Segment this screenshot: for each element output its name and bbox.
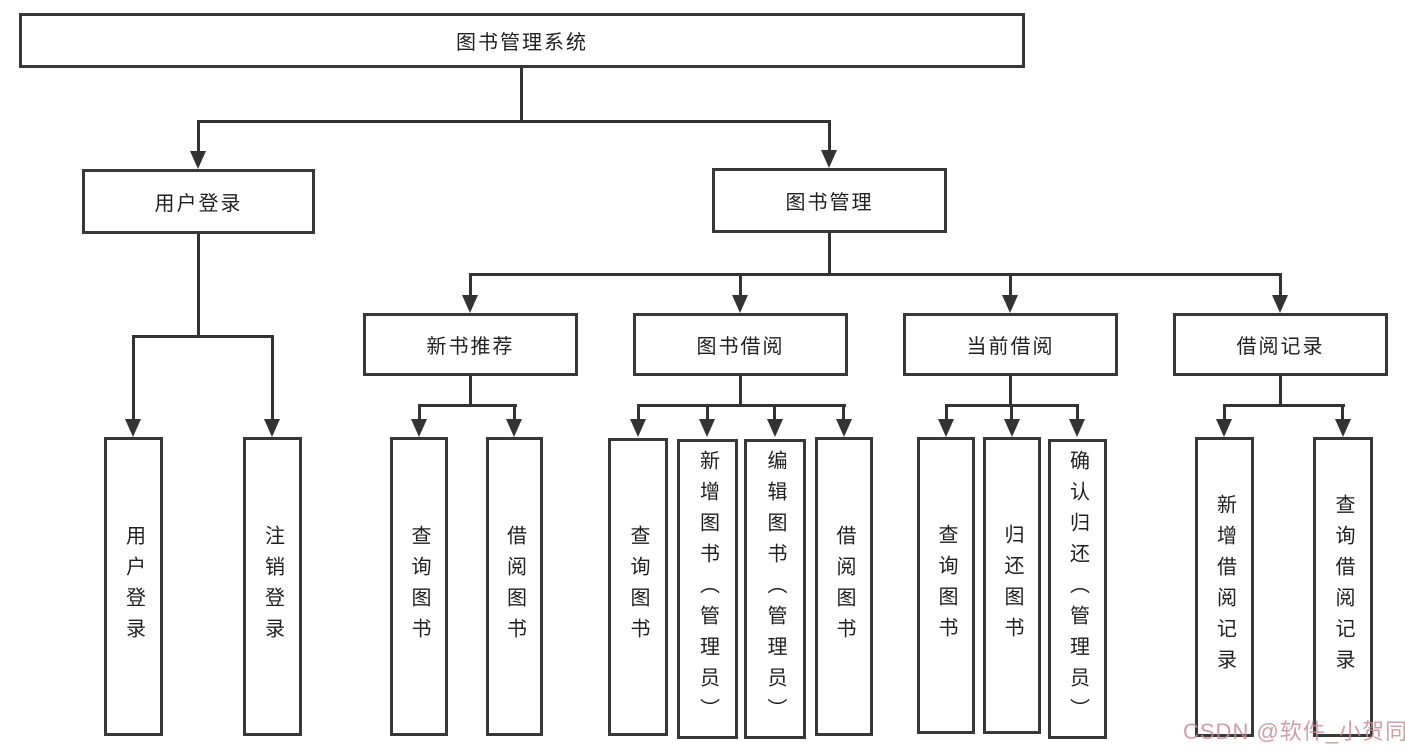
leaf-logout: 注销登录	[243, 437, 302, 736]
leaf-query-borrow-record: 查询借阅记录	[1313, 437, 1373, 737]
leaf-query-books-current: 查询图书	[917, 437, 975, 734]
node-user-login-label: 用户登录	[154, 193, 243, 215]
connector-leaf	[418, 404, 421, 421]
arrow-down-icon	[836, 419, 852, 437]
connector-to-new-book	[469, 273, 472, 297]
arrow-down-icon	[506, 419, 522, 437]
arrow-down-icon	[1272, 295, 1288, 313]
connector-book-borrowing-stem	[739, 376, 742, 407]
arrow-down-icon	[767, 419, 783, 437]
node-current-borrowing-label: 当前借阅	[966, 336, 1055, 358]
node-root: 图书管理系统	[19, 13, 1025, 68]
leaf-borrow-books-recommend: 借阅图书	[486, 437, 543, 736]
connector-leaf	[773, 404, 776, 421]
leaf-query-books-borrowing: 查询图书	[608, 438, 668, 736]
connector-leaf	[945, 404, 948, 421]
leaf-label: 查询图书	[627, 525, 649, 649]
leaf-label: 查询图书	[935, 523, 957, 648]
leaf-user-login: 用户登录	[104, 437, 163, 736]
arrow-down-icon	[462, 295, 478, 313]
arrow-down-icon	[125, 419, 141, 437]
connector-leaf	[842, 404, 845, 421]
leaf-label: 查询图书	[408, 524, 430, 649]
connector-leaf	[1010, 404, 1013, 421]
connector-leaf	[706, 404, 709, 421]
leaf-user-login-label: 用户登录	[122, 524, 145, 649]
connector-current-borrowing-stem	[1009, 376, 1012, 407]
leaf-logout-label: 注销登录	[261, 524, 284, 649]
leaf-edit-books-admin: 编辑图书（管理员）	[744, 439, 806, 739]
connector-leaf	[513, 404, 516, 421]
leaf-label: 借阅图书	[503, 524, 526, 649]
node-borrowing-records-label: 借阅记录	[1236, 336, 1325, 358]
arrow-down-icon	[1002, 295, 1018, 313]
leaf-confirm-return-admin: 确认归还（管理员）	[1048, 439, 1107, 739]
csdn-watermark: CSDN @软件_小贺同学	[1183, 719, 1405, 744]
arrow-down-icon	[1069, 419, 1085, 437]
leaf-label: 归还图书	[1001, 523, 1023, 648]
connector-leaf	[1223, 404, 1226, 421]
connector-to-leaf-user-login	[132, 335, 135, 421]
connector-to-user-login	[197, 120, 200, 153]
node-book-management-label: 图书管理	[785, 192, 874, 214]
leaf-return-books: 归还图书	[983, 437, 1041, 734]
arrow-down-icon	[630, 419, 646, 437]
connector-to-leaf-logout	[271, 335, 274, 421]
connector-borrowing-records-rail	[1223, 404, 1345, 407]
connector-root-stem	[520, 68, 523, 123]
node-new-book-recommendation-label: 新书推荐	[426, 336, 515, 358]
arrow-down-icon	[1004, 419, 1020, 437]
arrow-down-icon	[411, 419, 427, 437]
connector-book-management-rail	[469, 273, 1282, 276]
connector-leaf	[637, 404, 640, 421]
connector-root-rail	[197, 120, 831, 123]
arrow-down-icon	[732, 295, 748, 313]
leaf-label: 新增借阅记录	[1213, 494, 1236, 680]
node-book-management: 图书管理	[712, 168, 947, 233]
node-book-borrowing-label: 图书借阅	[696, 336, 785, 358]
node-root-label: 图书管理系统	[456, 32, 588, 54]
node-book-borrowing: 图书借阅	[633, 313, 848, 376]
node-user-login: 用户登录	[82, 169, 315, 234]
arrow-down-icon	[1216, 419, 1232, 437]
connector-user-login-rail	[132, 335, 274, 338]
leaf-query-books-recommend: 查询图书	[390, 437, 448, 736]
connector-leaf	[1076, 404, 1079, 421]
node-current-borrowing: 当前借阅	[903, 313, 1118, 376]
connector-to-borrowing-records	[1279, 273, 1282, 297]
node-new-book-recommendation: 新书推荐	[363, 313, 578, 376]
connector-new-book-stem	[469, 376, 472, 407]
leaf-label: 借阅图书	[833, 524, 855, 649]
arrow-down-icon	[821, 150, 837, 168]
arrow-down-icon	[938, 419, 954, 437]
leaf-label: 编辑图书（管理员）	[764, 449, 786, 729]
leaf-label: 新增图书（管理员）	[696, 449, 719, 729]
leaf-borrow-books: 借阅图书	[815, 437, 873, 736]
leaf-add-borrow-record: 新增借阅记录	[1195, 437, 1254, 737]
connector-to-book-borrowing	[739, 273, 742, 297]
connector-borrowing-records-stem	[1279, 376, 1282, 407]
connector-to-book-management	[828, 120, 831, 152]
connector-leaf	[1341, 404, 1344, 421]
leaf-label: 确认归还（管理员）	[1066, 449, 1089, 729]
arrow-down-icon	[190, 151, 206, 169]
connector-new-book-rail	[418, 404, 517, 407]
node-borrowing-records: 借阅记录	[1173, 313, 1388, 376]
connector-to-current-borrowing	[1009, 273, 1012, 297]
arrow-down-icon	[264, 419, 280, 437]
connector-book-management-stem	[828, 233, 831, 275]
arrow-down-icon	[699, 419, 715, 437]
connector-user-login-stem	[197, 234, 200, 338]
leaf-label: 查询借阅记录	[1332, 494, 1354, 680]
connector-book-borrowing-rail	[637, 404, 846, 407]
leaf-add-books-admin: 新增图书（管理员）	[677, 439, 738, 739]
arrow-down-icon	[1335, 419, 1351, 437]
